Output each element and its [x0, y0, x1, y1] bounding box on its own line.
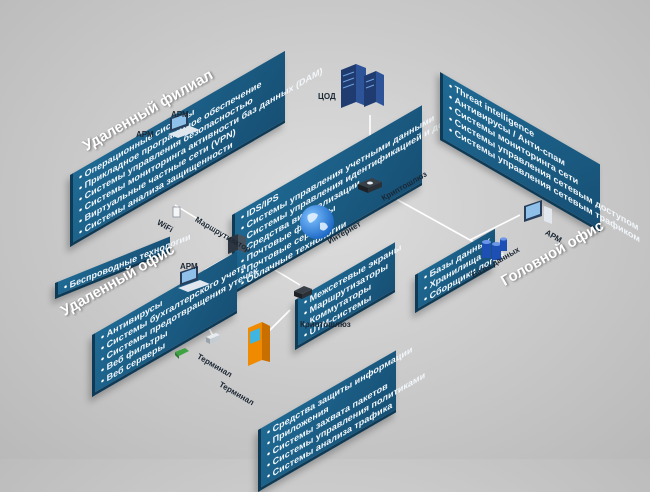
- link-head-arm: [469, 214, 521, 241]
- arm-label: АРМ: [180, 262, 198, 271]
- banknote-icon: [175, 348, 189, 359]
- arm-label: АРМ: [171, 110, 189, 119]
- pos-terminal-icon: [206, 333, 220, 344]
- branch-workstation-icon: [168, 112, 200, 138]
- crypto-gateway-icon: [358, 178, 382, 193]
- wifi-access-point-icon: [172, 206, 181, 218]
- database-cylinders-icon: [482, 237, 507, 260]
- security-infrastructure-diagram: Операционные системы Прикладное программ…: [0, 0, 650, 459]
- office-workstation-icon: [178, 266, 210, 292]
- arm-label: АРМ: [136, 130, 154, 139]
- internet-globe-icon: [300, 205, 334, 239]
- router-icon: [228, 234, 246, 254]
- crypto-gateway-icon: [294, 286, 312, 299]
- head-office-workstation-icon: [524, 200, 552, 224]
- cod-server-rack-icon: [341, 64, 384, 108]
- crypto-gateway-label: Криптошлюз: [300, 320, 351, 329]
- payment-terminal-kiosk-icon: [248, 322, 270, 366]
- cod-label: ЦОД: [318, 92, 336, 101]
